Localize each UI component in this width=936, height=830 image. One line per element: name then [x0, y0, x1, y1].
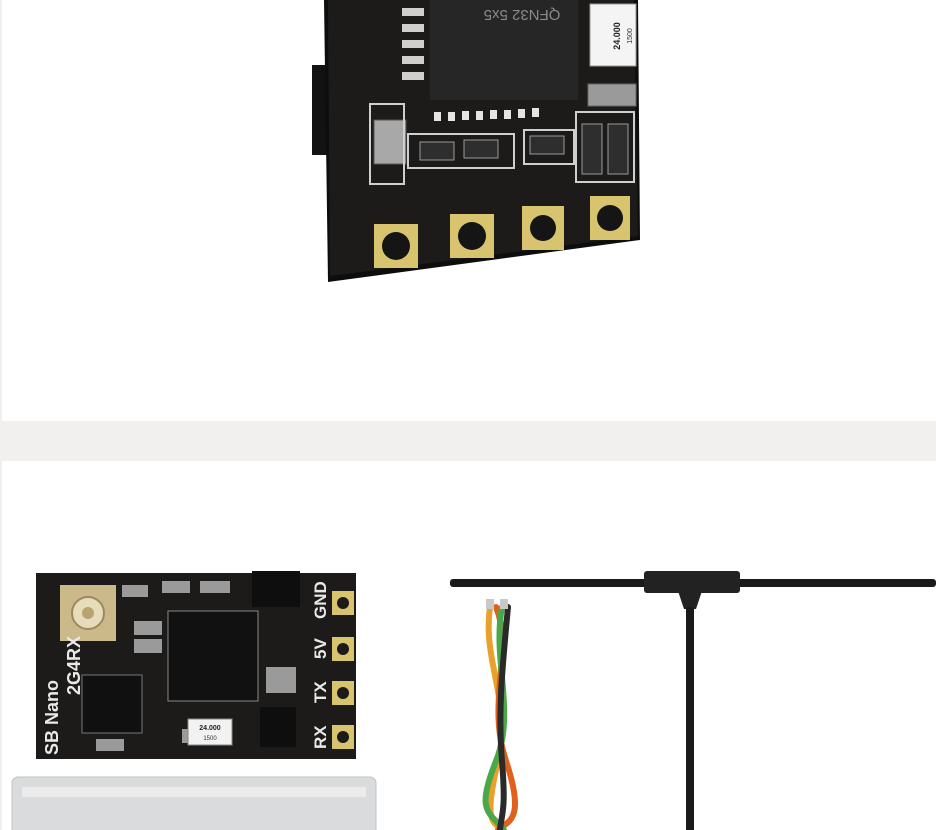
voltage-regulator	[252, 571, 300, 607]
board-mcu-chip	[167, 610, 259, 702]
tube-highlight	[22, 787, 366, 797]
bottom-product-panel: 24.000 1500 SB Nano 2G4RX GND 5V TX RX	[2, 461, 936, 830]
smd-resistor	[587, 83, 637, 107]
smd-parts	[419, 123, 629, 175]
model-label-line1: SB Nano	[42, 680, 62, 755]
package-contents-image: 24.000 1500 SB Nano 2G4RX GND 5V TX RX	[11, 571, 936, 830]
board-closeup-image: QFN32 5x5 24.000 1500	[312, 0, 640, 282]
board-pads	[332, 591, 354, 749]
model-label-line2: 2G4RX	[64, 636, 84, 695]
pin-label-rx: RX	[311, 725, 330, 749]
twisted-wire-harness	[482, 604, 518, 830]
pin-label-gnd: GND	[311, 581, 330, 619]
smd-capacitor	[373, 119, 407, 165]
crystal-freq-label: 24.000	[612, 22, 622, 50]
top-product-panel: QFN32 5x5 24.000 1500	[2, 0, 936, 421]
board-crystal-freq: 24.000	[199, 725, 221, 732]
chip-marking: QFN32 5x5	[484, 6, 561, 23]
crystal-code-label: 1500	[627, 28, 634, 44]
rf-chip	[81, 674, 143, 734]
regulator-2	[260, 707, 296, 747]
solder-pads	[374, 196, 630, 268]
silkscreen-outlines	[369, 103, 635, 185]
crystal-oscillator: 24.000 1500	[589, 3, 637, 67]
board-crystal-code: 1500	[203, 736, 217, 742]
receiver-board: 24.000 1500 SB Nano 2G4RX GND 5V TX RX	[36, 571, 356, 759]
wire-connector-pins	[486, 599, 508, 609]
heat-shrink-tube	[11, 776, 377, 830]
pin-label-5v: 5V	[311, 638, 330, 659]
t-dipole-antenna	[450, 571, 936, 830]
pin-label-tx: TX	[311, 681, 330, 703]
mcu-chip	[430, 0, 578, 100]
board-crystal	[187, 718, 233, 746]
chip-pins-bottom	[434, 108, 539, 121]
chip-pins-left	[402, 8, 424, 80]
